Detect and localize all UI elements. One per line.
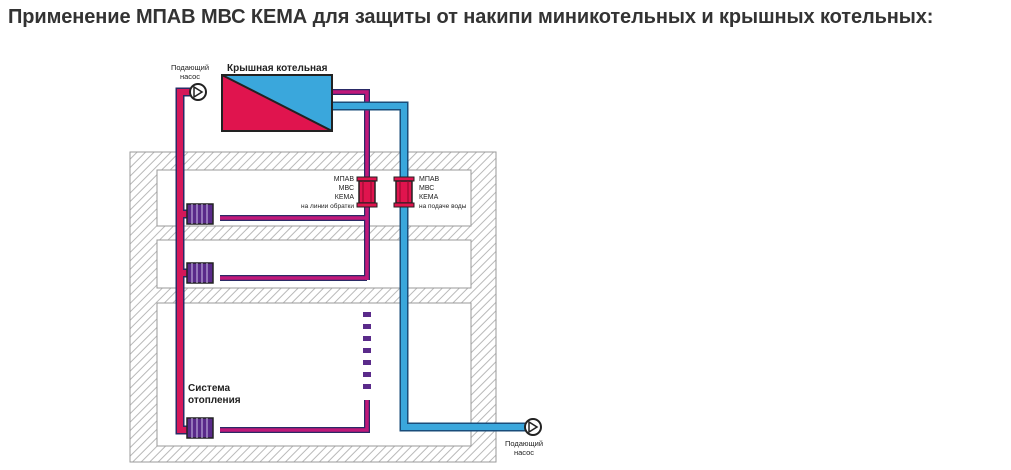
device-return-label-line2: МВС bbox=[339, 185, 354, 192]
mpav-device-return bbox=[356, 176, 378, 208]
pump-bottom-label-line2: насос bbox=[514, 448, 534, 457]
pump-top-label-line1: Подающий bbox=[171, 63, 209, 72]
mpav-device-supply bbox=[393, 176, 415, 208]
rooftop-boiler bbox=[221, 74, 333, 132]
return-pipe bbox=[175, 87, 205, 435]
device-supply-label-line1: МПАВ bbox=[419, 176, 440, 183]
pump-top-label-line2: насос bbox=[180, 72, 200, 81]
radiator-floor-3 bbox=[186, 417, 214, 439]
device-supply-label-line4: на подаче воды bbox=[419, 203, 467, 210]
supply-pipe bbox=[220, 89, 371, 433]
device-supply-label-line2: МВС bbox=[419, 185, 434, 192]
radiator-floor-1 bbox=[186, 203, 214, 225]
heating-system-label-line1: Система bbox=[188, 383, 231, 394]
cold-water-pipe bbox=[330, 101, 530, 432]
pump-bottom-icon bbox=[524, 418, 542, 436]
pump-top-icon bbox=[189, 83, 207, 101]
building bbox=[129, 151, 497, 463]
page-title: Применение МПАВ МВС КЕМА для защиты от н… bbox=[8, 6, 934, 28]
radiator-floor-2 bbox=[186, 262, 214, 284]
device-supply-label-line3: КЕМА bbox=[419, 194, 439, 201]
device-return-label-line1: МПАВ bbox=[334, 176, 355, 183]
boiler-label: Крышная котельная bbox=[227, 63, 328, 74]
device-return-label-line3: КЕМА bbox=[335, 194, 355, 201]
heating-system-label-line2: отопления bbox=[188, 395, 241, 406]
device-return-label-line4: на линии обратки bbox=[301, 202, 354, 210]
pump-bottom-label-line1: Подающий bbox=[505, 439, 543, 448]
